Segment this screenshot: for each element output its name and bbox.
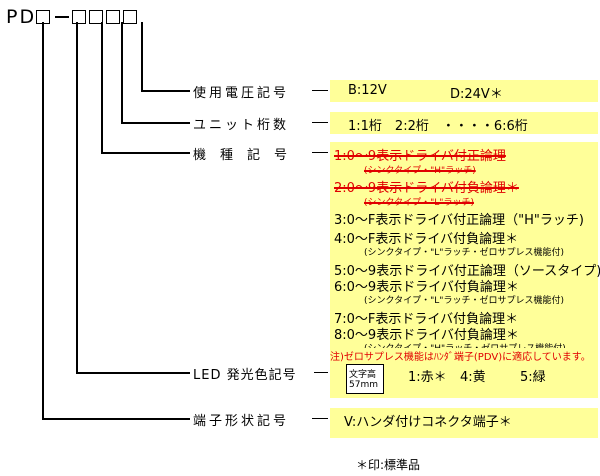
part-number-template: PD [6, 6, 140, 28]
model-item-sub: (シンクタイプ・"L"ラッチ) [364, 198, 474, 208]
zero-suppress-note: 注)ゼロサプレス機能はﾊﾝﾀﾞ端子(PDV)に適応しています。 [330, 348, 598, 363]
char-height-label: 文字高 [349, 370, 377, 380]
slot-box [72, 10, 87, 24]
connector-line [141, 22, 143, 90]
units-options: 1:1桁 2:2桁 ・・・・6:6桁 [348, 119, 528, 134]
leader-line [312, 418, 328, 419]
connector-line [42, 418, 190, 420]
voltage-option-b: B:12V [348, 83, 387, 98]
leader-line [312, 122, 328, 123]
model-item-main: 3:0～F表示ドライバ付正論理（"H"ラッチ) [334, 213, 584, 228]
terminal-option: V:ハンダ付けコネクタ端子＊ [344, 415, 512, 430]
slot-box [123, 10, 138, 24]
model-item-main: 4:0～F表示ドライバ付負論理＊ [334, 232, 519, 247]
separator-dash [55, 16, 70, 18]
standard-product-footnote: ＊印:標準品 [356, 458, 421, 472]
connector-line [101, 22, 103, 152]
model-item-sub: (シンクタイプ・"L"ラッチ・ゼロサプレス機能付) [364, 296, 564, 306]
connector-line [76, 22, 78, 372]
voltage-option-d: D:24V＊ [450, 87, 503, 102]
model-item-sub: (シンクタイプ・"L"ラッチ・ゼロサプレス機能付) [364, 248, 564, 258]
model-item-main: 1:0～9表示ドライバ付正論理 [334, 149, 506, 164]
char-height-value: 57mm [349, 380, 378, 390]
led-option-red: 1:赤＊ [408, 370, 447, 385]
connector-line [121, 22, 123, 122]
leader-line [314, 372, 328, 373]
connector-line [42, 22, 44, 418]
units-values: 1:1桁 2:2桁 ・・・・6:6桁 [330, 112, 598, 134]
led-option-green: 5:緑 [520, 370, 546, 385]
model-item-main: 2:0～9表示ドライバ付負論理＊ [334, 181, 519, 196]
voltage-label: 使用電圧記号 [193, 86, 290, 101]
model-item-main: 7:0～F表示ドライバ付負論理＊ [334, 312, 519, 327]
leader-line [312, 152, 328, 153]
voltage-values: B:12V D:24V＊ [330, 80, 598, 102]
led-values: 文字高 57mm 1:赤＊ 4:黄 5:緑 [330, 362, 598, 398]
connector-line [76, 372, 190, 374]
connector-line [141, 90, 190, 92]
leader-line [312, 90, 328, 91]
model-item-sub: (シンクタイプ・"H"ラッチ) [364, 166, 476, 176]
terminal-label: 端子形状記号 [193, 414, 290, 429]
connector-line [101, 152, 190, 154]
model-values: 1:0～9表示ドライバ付正論理 (シンクタイプ・"H"ラッチ) 2:0～9表示ド… [330, 142, 600, 364]
led-option-yellow: 4:黄 [460, 370, 486, 385]
char-height-box: 文字高 57mm [346, 364, 384, 394]
model-item-main: 6:0～9表示ドライバ付負論理＊ [334, 280, 519, 295]
model-label: 機種記号 [193, 148, 302, 163]
slot-box [89, 10, 104, 24]
part-prefix: PD [6, 6, 37, 28]
units-label: ユニット桁数 [193, 118, 290, 133]
terminal-values: V:ハンダ付けコネクタ端子＊ [330, 408, 598, 438]
led-label: LED 発光色記号 [193, 368, 297, 383]
model-item-main: 8:0～9表示ドライバ付負論理＊ [334, 328, 519, 343]
model-item-main: 5:0～9表示ドライバ付正論理（ソースタイプ) [334, 264, 600, 279]
slot-box [106, 10, 121, 24]
connector-line [121, 122, 190, 124]
